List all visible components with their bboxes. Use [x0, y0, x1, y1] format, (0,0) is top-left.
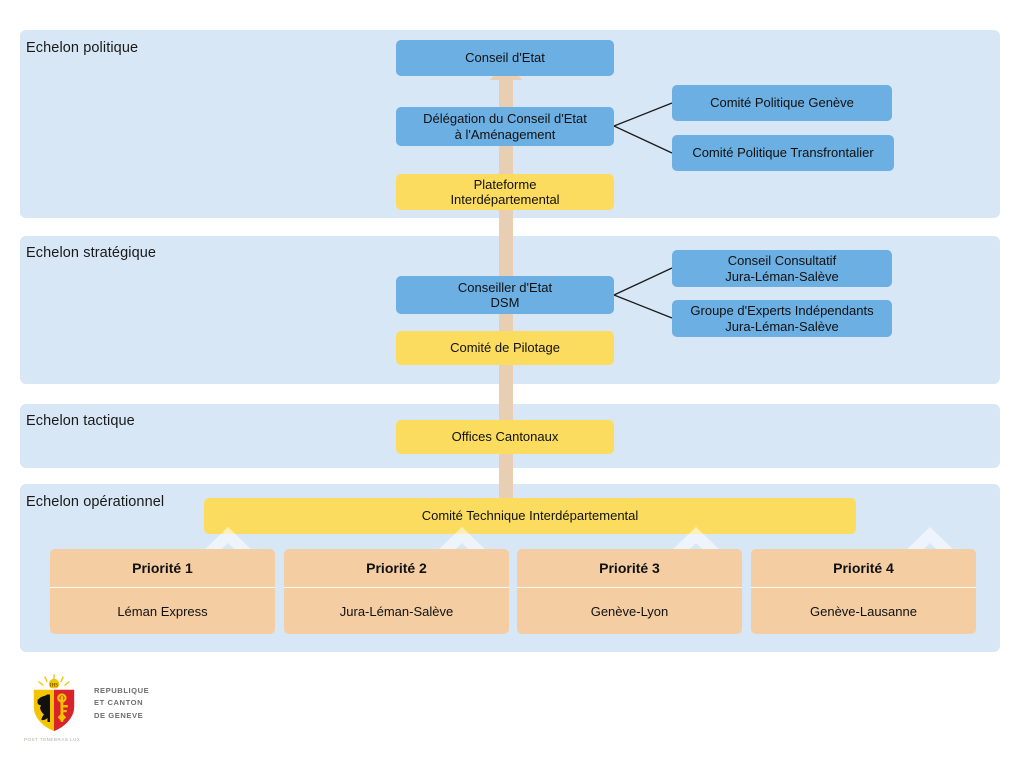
logo-wordmark-line3: DE GENEVE — [94, 710, 144, 720]
node-comite-de-pilotage[interactable]: Comité de Pilotage — [396, 331, 614, 365]
node-groupe-experts-independants-jura-leman-saleve[interactable]: Groupe d'Experts Indépendants Jura-Léman… — [672, 300, 892, 337]
node-comite-technique-interdepartemental[interactable]: Comité Technique Interdépartemental — [204, 498, 856, 534]
node-plateforme-line1: Plateforme — [473, 176, 537, 192]
node-comite-politique-transfrontalier-label: Comité Politique Transfrontalier — [692, 145, 874, 161]
node-comite-politique-transfrontalier[interactable]: Comité Politique Transfrontalier — [672, 135, 894, 171]
logo-wordmark: REPUBLIQUE ET CANTON DE GENEVE — [94, 685, 149, 722]
priority-card-project: Jura-Léman-Salève — [339, 603, 454, 619]
node-comite-pilotage-label: Comité de Pilotage — [450, 340, 560, 356]
node-conseiller-etat-line1: Conseiller d'Etat — [457, 279, 553, 295]
node-conseiller-etat-label: Conseiller d'Etat DSM — [458, 280, 552, 311]
band-label-operationnel: Echelon opérationnel — [26, 494, 165, 510]
priority-card[interactable]: Priorité 3 Genève-Lyon — [517, 549, 742, 634]
node-conseiller-etat-line2: DSM — [490, 295, 520, 310]
priority-card-title: Priorité 2 — [284, 549, 509, 588]
node-plateforme-label: Plateforme Interdépartemental — [450, 177, 559, 208]
node-groupe-experts-line2: Jura-Léman-Salève — [725, 318, 839, 334]
band-label-tactique: Echelon tactique — [26, 413, 135, 429]
svg-text:IHS: IHS — [50, 684, 58, 689]
band-label-politique: Echelon politique — [26, 40, 139, 56]
geneva-coat-of-arms-icon: IHS — [32, 674, 76, 733]
node-groupe-experts-label: Groupe d'Experts Indépendants Jura-Léman… — [690, 303, 873, 334]
priority-card-title: Priorité 1 — [50, 549, 275, 588]
priority-card[interactable]: Priorité 4 Genève-Lausanne — [751, 549, 976, 634]
node-plateforme-interdepartemental[interactable]: Plateforme Interdépartemental — [396, 174, 614, 210]
node-conseiller-etat-dsm[interactable]: Conseiller d'Etat DSM — [396, 276, 614, 314]
node-offices-cantonaux[interactable]: Offices Cantonaux — [396, 420, 614, 454]
priority-card-project: Léman Express — [117, 603, 208, 619]
priority-card-project: Genève-Lyon — [590, 603, 669, 619]
node-comite-politique-geneve-label: Comité Politique Genève — [710, 95, 854, 111]
node-comite-politique-geneve[interactable]: Comité Politique Genève — [672, 85, 892, 121]
footer-logo: IHS REPUBLIQUE ET CANTON D — [24, 674, 234, 754]
node-groupe-experts-line1: Groupe d'Experts Indépendants — [690, 303, 874, 319]
priority-card[interactable]: Priorité 1 Léman Express — [50, 549, 275, 634]
node-offices-cantonaux-label: Offices Cantonaux — [451, 429, 559, 445]
node-delegation-line1: Délégation du Conseil d'Etat — [423, 111, 587, 127]
priority-card-title: Priorité 4 — [751, 549, 976, 588]
node-delegation-line2: à l'Aménagement — [454, 126, 556, 142]
node-conseil-etat-label: Conseil d'Etat — [465, 50, 545, 66]
node-conseil-consultatif-line1: Conseil Consultatif — [727, 253, 837, 269]
logo-wordmark-line2: ET CANTON — [94, 698, 144, 708]
logo-motto: POST TENEBRAS LUX — [24, 737, 81, 742]
node-conseil-etat[interactable]: Conseil d'Etat — [396, 40, 614, 76]
priority-card-project: Genève-Lausanne — [810, 603, 917, 619]
node-comite-technique-label: Comité Technique Interdépartemental — [421, 508, 639, 524]
band-label-strategique: Echelon stratégique — [26, 245, 157, 261]
priority-card[interactable]: Priorité 2 Jura-Léman-Salève — [284, 549, 509, 634]
logo-wordmark-line1: REPUBLIQUE — [94, 686, 150, 695]
node-delegation-conseil-etat-amenagement[interactable]: Délégation du Conseil d'Etat à l'Aménage… — [396, 107, 614, 146]
node-conseil-consultatif-line2: Jura-Léman-Salève — [725, 268, 839, 284]
node-conseil-consultatif-jura-leman-saleve[interactable]: Conseil Consultatif Jura-Léman-Salève — [672, 250, 892, 287]
priority-card-title: Priorité 3 — [517, 549, 742, 588]
node-plateforme-line2: Interdépartemental — [450, 192, 560, 207]
node-conseil-consultatif-label: Conseil Consultatif Jura-Léman-Salève — [725, 253, 838, 284]
node-delegation-label: Délégation du Conseil d'Etat à l'Aménage… — [423, 111, 587, 142]
